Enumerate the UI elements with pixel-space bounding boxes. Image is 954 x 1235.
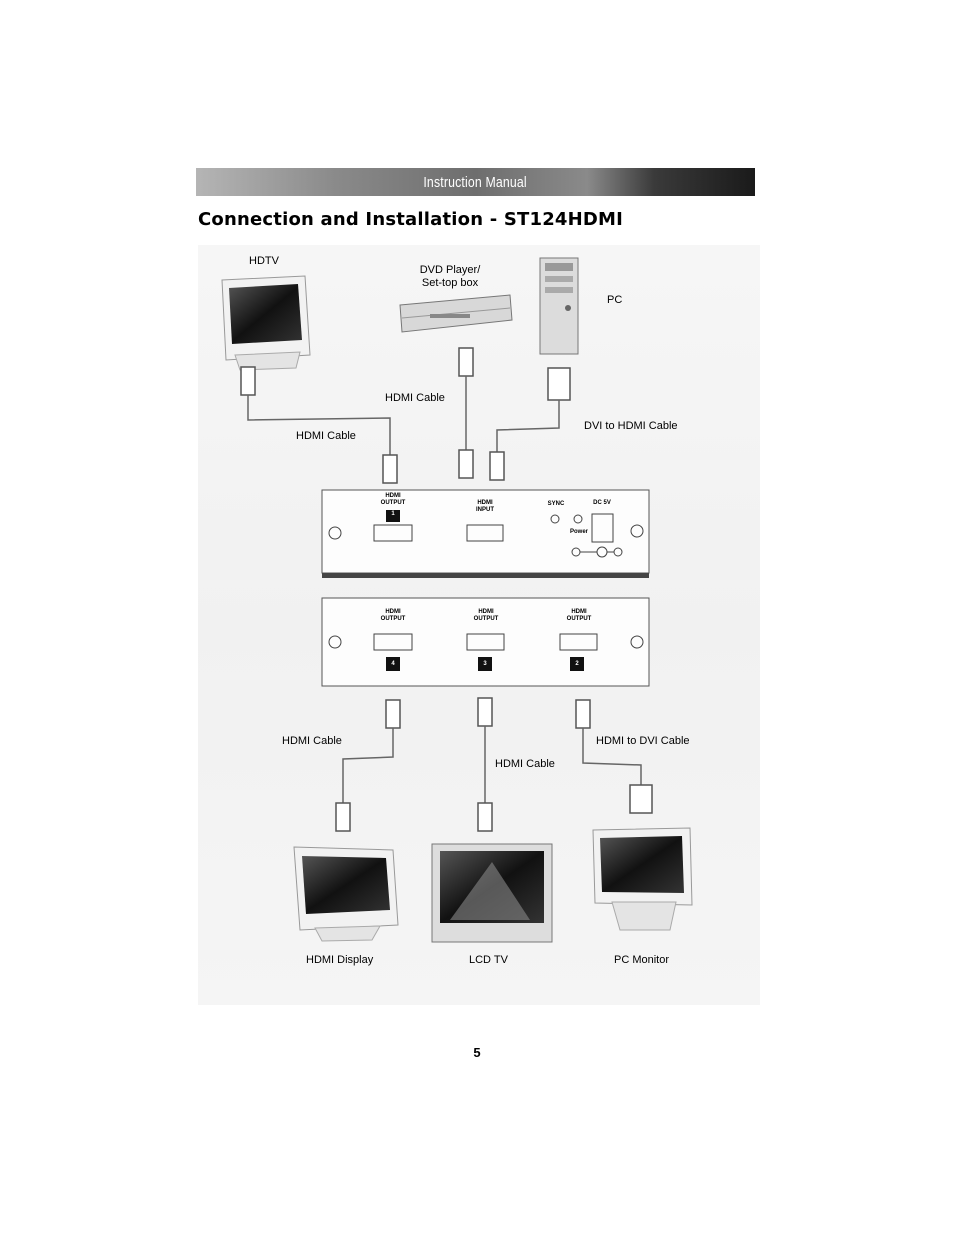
- page-title: Connection and Installation - ST124HDMI: [198, 209, 624, 230]
- dvd-player-icon: [399, 294, 513, 333]
- hdmi-display-label: HDMI Display: [306, 954, 374, 966]
- hdmi-to-dvi-cable-label: HDMI to DVI Cable: [596, 735, 690, 747]
- page-number: 5: [473, 1045, 481, 1060]
- hdtv-monitor-icon: [221, 275, 311, 371]
- power-label: Power: [569, 529, 588, 535]
- hdtv-label: HDTV: [249, 255, 279, 267]
- hdmi-cable-label-top-left: HDMI Cable: [296, 430, 356, 442]
- hdmi-cable-label-bottom-left: HDMI Cable: [282, 735, 342, 747]
- hdmi-display-icon: [293, 846, 399, 942]
- header-title: Instruction Manual: [423, 173, 528, 191]
- header-bar: Instruction Manual: [196, 168, 755, 196]
- hdmi-cable-label-top-center: HDMI Cable: [385, 392, 445, 404]
- rear-output-number-4: 4: [391, 661, 395, 667]
- rear-output-number-3: 3: [483, 661, 487, 667]
- rear-output-label-3: HDMI OUTPUT: [473, 609, 499, 622]
- rear-panel: [321, 597, 650, 687]
- hdmi-cable-label-bottom-center: HDMI Cable: [495, 758, 555, 770]
- pc-label: PC: [607, 294, 623, 306]
- rear-output-label-4: HDMI OUTPUT: [380, 609, 406, 622]
- pc-tower-icon: [539, 257, 579, 355]
- lcd-tv-label: LCD TV: [469, 954, 508, 966]
- front-input-label: HDMI INPUT: [476, 500, 494, 513]
- sync-label: SYNC: [547, 501, 565, 507]
- front-output-label: HDMI OUTPUT: [380, 493, 406, 506]
- rear-output-number-2: 2: [575, 661, 579, 667]
- front-output-number: 1: [391, 511, 395, 517]
- pc-monitor-label: PC Monitor: [614, 954, 670, 966]
- dvd-player-label: DVD Player/ Set-top box: [419, 264, 481, 289]
- lcd-tv-icon: [431, 843, 553, 943]
- dvi-to-hdmi-cable-label: DVI to HDMI Cable: [584, 420, 678, 432]
- bottom-cables: [335, 697, 653, 832]
- front-panel: [321, 489, 650, 578]
- rear-output-label-2: HDMI OUTPUT: [566, 609, 592, 622]
- dc-input-label: DC 5V: [593, 500, 611, 506]
- pc-monitor-icon: [592, 827, 693, 931]
- top-cables: [240, 347, 571, 484]
